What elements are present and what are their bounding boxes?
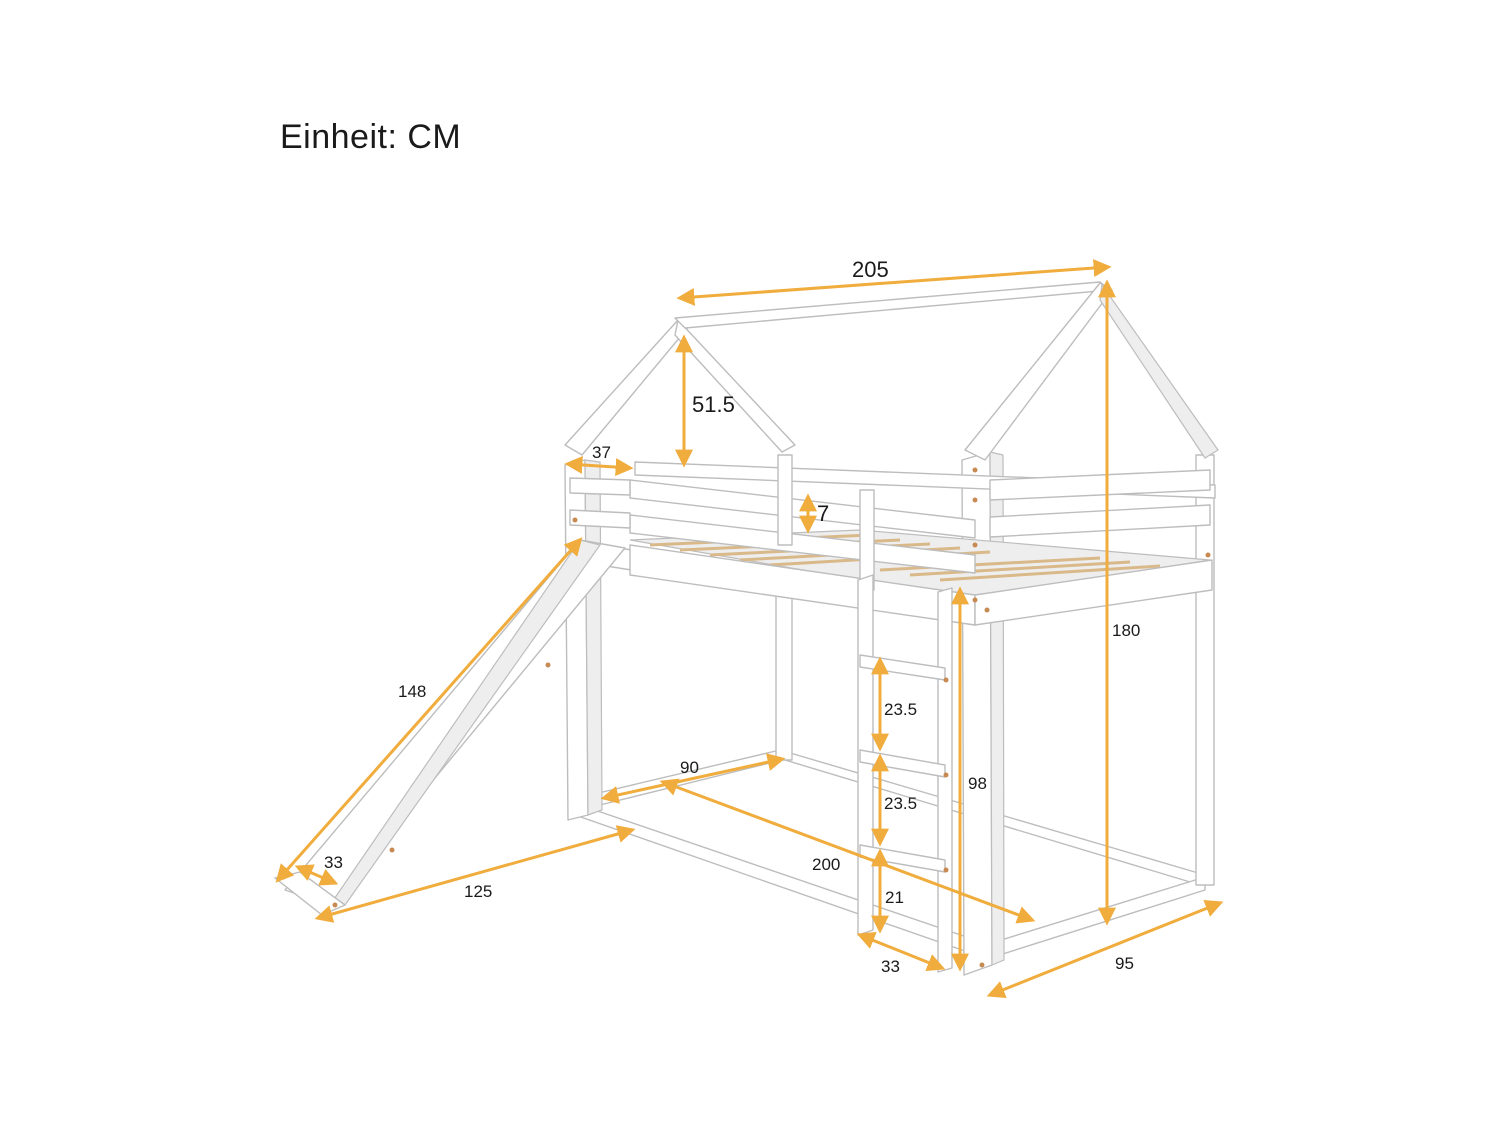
left-end-rail-lower — [569, 509, 631, 529]
dim-line-end-gap — [564, 455, 634, 477]
label-rail-gap: 7 — [817, 501, 829, 526]
label-slide-length: 148 — [398, 682, 426, 701]
dim-line-length-total — [676, 259, 1112, 306]
label-ladder-width: 33 — [881, 957, 900, 976]
left-end-rail-upper — [569, 477, 631, 496]
label-inner-length: 200 — [812, 855, 840, 874]
dim-line-slide-length — [275, 537, 583, 883]
roof-ridge — [674, 281, 1111, 329]
dim-line-inner-length — [659, 778, 1036, 924]
label-rung-upper: 23.5 — [884, 700, 917, 719]
label-rung-lower: 23.5 — [884, 794, 917, 813]
label-length-total: 205 — [852, 257, 889, 282]
dim-line-ladder-width — [856, 932, 946, 971]
rail-post-middle — [777, 454, 793, 546]
label-total-height: 180 — [1112, 621, 1140, 640]
label-depth: 95 — [1115, 954, 1134, 973]
label-slide-reach: 125 — [464, 882, 492, 901]
unit-title: Einheit: CM — [280, 118, 462, 156]
label-bottom-rung: 21 — [885, 888, 904, 907]
floor-rail-right-front — [984, 876, 1206, 959]
dim-line-depth — [986, 899, 1224, 999]
dimension-labels: 205 51.5 37 7 180 148 33 125 90 200 23.5… — [324, 257, 1140, 976]
bed-frame — [274, 281, 1219, 976]
label-roof-height: 51.5 — [692, 392, 735, 417]
dim-line-slide-reach — [314, 825, 636, 923]
roof-right-gable-a — [964, 282, 1113, 461]
ladder-right-rail — [937, 587, 953, 973]
roof-left-gable-b — [674, 319, 796, 453]
label-inner-width: 90 — [680, 758, 699, 777]
end-rail-lower — [989, 504, 1211, 538]
label-slide-width: 33 — [324, 853, 343, 872]
label-end-gap: 37 — [592, 443, 611, 462]
post-back-left — [775, 589, 793, 761]
dimension-lines — [275, 259, 1224, 999]
dim-line-inner-width — [600, 753, 786, 804]
roof-right-gable-b — [1099, 283, 1219, 459]
deck-end-board — [974, 559, 1213, 626]
roof-left-gable-a — [564, 319, 691, 456]
label-ladder-height: 98 — [968, 774, 987, 793]
